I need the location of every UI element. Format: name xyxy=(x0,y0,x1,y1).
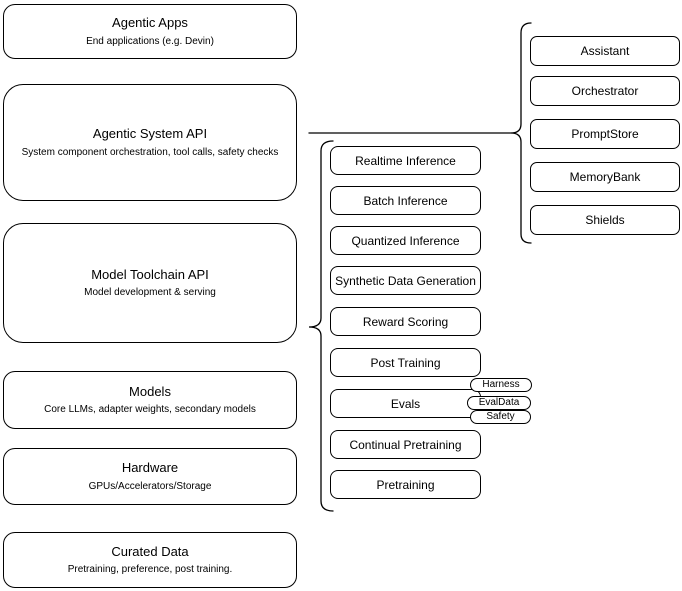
toolchain-item-quantized-inference: Quantized Inference xyxy=(330,226,481,255)
toolchain-item-realtime-inference: Realtime Inference xyxy=(330,146,481,175)
box-subtitle: Core LLMs, adapter weights, secondary mo… xyxy=(44,404,256,416)
toolchain-item-evals: Evals xyxy=(330,389,481,418)
toolchain-item-batch-inference: Batch Inference xyxy=(330,186,481,215)
box-subtitle: Pretraining, preference, post training. xyxy=(67,564,233,576)
box-curated-data: Curated Data Pretraining, preference, po… xyxy=(3,532,297,588)
box-title: Models xyxy=(129,383,171,399)
component-assistant: Assistant xyxy=(530,36,680,66)
box-subtitle: Model development & serving xyxy=(84,287,216,299)
eval-tag-harness: Harness xyxy=(470,378,532,392)
box-title: Model Toolchain API xyxy=(91,266,209,282)
component-shields: Shields xyxy=(530,205,680,235)
toolchain-item-post-training: Post Training xyxy=(330,348,481,377)
toolchain-item-synthetic-data-generation: Synthetic Data Generation xyxy=(330,266,481,295)
box-subtitle: End applications (e.g. Devin) xyxy=(86,35,214,47)
box-agentic-system-api: Agentic System API System component orch… xyxy=(3,84,297,201)
eval-tag-safety: Safety xyxy=(470,410,531,424)
eval-tag-evaldata: EvalData xyxy=(467,396,531,410)
toolchain-item-pretraining: Pretraining xyxy=(330,470,481,499)
box-model-toolchain-api: Model Toolchain API Model development & … xyxy=(3,223,297,343)
system-group-brace xyxy=(510,22,532,244)
box-title: Curated Data xyxy=(111,543,189,559)
toolchain-item-continual-pretraining: Continual Pretraining xyxy=(330,430,481,459)
box-subtitle: System component orchestration, tool cal… xyxy=(21,146,279,158)
box-title: Agentic Apps xyxy=(112,15,188,31)
component-promptstore: PromptStore xyxy=(530,119,680,149)
component-orchestrator: Orchestrator xyxy=(530,76,680,106)
toolchain-item-reward-scoring: Reward Scoring xyxy=(330,307,481,336)
box-hardware: Hardware GPUs/Accelerators/Storage xyxy=(3,448,297,505)
box-agentic-apps: Agentic Apps End applications (e.g. Devi… xyxy=(3,4,297,59)
box-subtitle: GPUs/Accelerators/Storage xyxy=(88,480,212,492)
box-title: Hardware xyxy=(121,460,179,476)
box-models: Models Core LLMs, adapter weights, secon… xyxy=(3,371,297,429)
component-memorybank: MemoryBank xyxy=(530,162,680,192)
box-title: Agentic System API xyxy=(92,126,208,142)
